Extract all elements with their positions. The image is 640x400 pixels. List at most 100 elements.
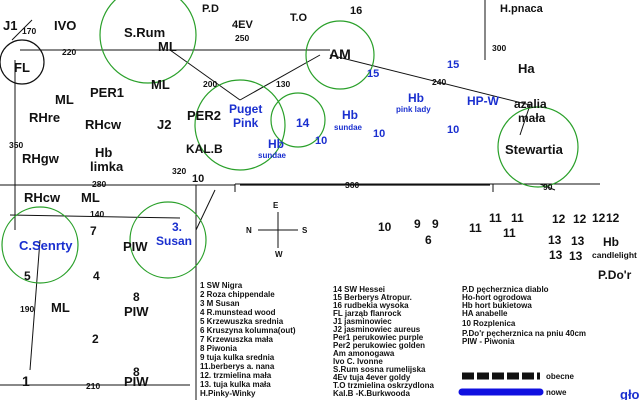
label-13-b: 13 [571, 234, 585, 248]
legend-item: H.Pinky-Winky [200, 389, 256, 398]
compass-bottom: W [275, 250, 283, 259]
dim-220: 220 [62, 47, 76, 57]
legend-item: 8 Piwonia [200, 344, 237, 353]
label-6: 6 [425, 233, 432, 247]
label-ml-d: ML [81, 190, 100, 205]
dim-200: 200 [203, 79, 217, 89]
label-9-b: 9 [432, 217, 439, 231]
legend-item: Ivo C. Ivonne [333, 357, 383, 366]
dim-320: 320 [172, 166, 186, 176]
compass-left: N [246, 226, 252, 235]
circle-fl [0, 39, 45, 85]
legend-item: Ho-hort ogrodowa [462, 293, 532, 302]
label-pink: Pink [233, 116, 259, 130]
label-9-a: 9 [414, 217, 421, 231]
plant-circles [1, 0, 579, 284]
circle-srum [99, 0, 197, 84]
label-rhre: RHre [29, 110, 60, 125]
label-ml-a: ML [158, 39, 177, 54]
label-8-b: 8 [133, 365, 140, 379]
legend-column-1: 1 SW Nigra 2 Roza chippendale 3 M Susan … [200, 281, 296, 398]
legend-item: 3 M Susan [200, 299, 240, 308]
label-ml-c: ML [55, 92, 74, 107]
legend-item: 4Ev tuja 4ever goldy [333, 373, 411, 382]
label-per2: PER2 [187, 108, 221, 123]
label-10-b: 10 [447, 124, 459, 136]
label-j2: J2 [157, 117, 171, 132]
label-sundae2: sundae [258, 151, 287, 160]
fl-branch [11, 19, 33, 41]
label-hb-pinklady: Hb [408, 91, 424, 105]
label-hb-sundae2: Hb [268, 137, 284, 151]
label-puget: Puget [229, 102, 262, 116]
label-5: 5 [24, 269, 31, 283]
dim-300: 300 [492, 43, 506, 53]
legend-column-2: 14 SW Hessei 15 Berberys Atropur. 16 rud… [333, 285, 434, 398]
label-fl: FL [14, 60, 30, 75]
label-srum: S.Rum [124, 25, 165, 40]
legend-item: Per2 perukowiec golden [333, 341, 425, 350]
label-ivo: IVO [54, 18, 76, 33]
label-15-a: 15 [367, 68, 379, 80]
dimension-texts: 170 220 250 300 200 130 240 350 280 320 … [9, 26, 553, 391]
label-ml-b: ML [151, 77, 170, 92]
label-azalia: azalia [514, 97, 547, 111]
label-10-c: 10 [315, 135, 327, 147]
label-susan-num: 3. [172, 220, 182, 234]
dim-210: 210 [86, 381, 100, 391]
label-12-d: 12 [606, 211, 620, 225]
legend-item: 4 R.munstead wood [200, 308, 276, 317]
label-10-d: 10 [192, 173, 204, 185]
legend-item: 15 Berberys Atropur. [333, 293, 412, 302]
legend-item: 9 tuja kulka srednia [200, 353, 275, 362]
legend-item: 12. trzmielina mała [200, 371, 272, 380]
label-kalb: KAL.B [186, 142, 223, 156]
label-12-b: 12 [573, 212, 587, 226]
legend-item: J1 jasminowiec [333, 317, 392, 326]
legend-item: T.O trzmielina oskrzydlona [333, 381, 434, 390]
label-2: 2 [92, 332, 99, 346]
circle-am [305, 20, 375, 90]
label-10-a: 10 [373, 128, 385, 140]
compass-top: E [273, 201, 279, 210]
label-13-d: 13 [569, 249, 583, 263]
label-13-a: 13 [548, 233, 562, 247]
label-11-a: 11 [469, 221, 482, 235]
legend-item: 11.berberys a. nana [200, 362, 275, 371]
legend-item: 10 Rozplenica [462, 319, 516, 328]
label-piw-a: PIW [123, 239, 148, 254]
compass [258, 212, 298, 248]
label-hpw: HP-W [467, 94, 500, 108]
label-10-e: 10 [378, 220, 392, 234]
legend-item: 16 rudbekia wysoka [333, 301, 409, 310]
legend: 1 SW Nigra 2 Roza chippendale 3 M Susan … [200, 281, 586, 398]
legend-item: Hb hort bukietowa [462, 301, 532, 310]
label-pdor: P.Do'r [598, 268, 632, 282]
legend-item: 1 SW Nigra [200, 281, 243, 290]
legend-item: J2 jasminowiec aureus [333, 325, 421, 334]
legend-item: S.Rum sosna rumelijska [333, 365, 426, 374]
dim-240: 240 [432, 77, 446, 87]
legend-item: Per1 perukowiec purple [333, 333, 424, 342]
legend-item: Am amonogawa [333, 349, 395, 358]
label-11-d: 11 [503, 226, 516, 240]
circle-stewartia [497, 106, 579, 188]
label-to: T.O [290, 12, 308, 24]
label-8-a: 8 [133, 290, 140, 304]
key-existing-label: obecne [546, 372, 575, 381]
legend-item: 7 Krzewuszka mała [200, 335, 273, 344]
label-stewartia: Stewartia [505, 142, 564, 157]
label-glo: gło [620, 387, 640, 400]
label-hpnaca: H.pnaca [500, 3, 544, 15]
dim-130: 130 [276, 79, 290, 89]
label-am: AM [329, 46, 351, 62]
label-11-b: 11 [489, 211, 502, 225]
legend-item: 5 Krzewuszka srednia [200, 317, 284, 326]
label-rhcw-b: RHcw [24, 190, 61, 205]
label-13-c: 13 [549, 248, 563, 262]
label-12-c: 12 [592, 211, 606, 225]
label-ml-e: ML [51, 300, 70, 315]
circle-puget-pink [194, 79, 286, 171]
